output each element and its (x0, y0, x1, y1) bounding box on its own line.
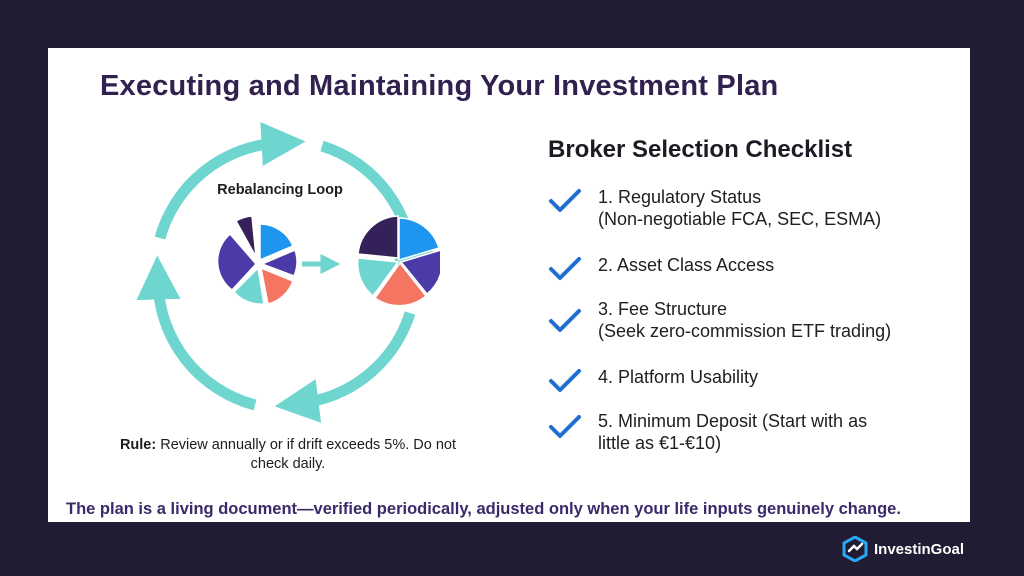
checklist-item-label: 2. Asset Class Access (598, 255, 775, 275)
rule-label: Rule: (119, 437, 157, 453)
check-icon (549, 189, 581, 212)
checklist-item-label: 1. Regulatory Status (598, 187, 762, 207)
rule-body: Review annually or if drift exceeds 5%. … (156, 437, 457, 472)
loop-label: Rebalancing Loop (217, 182, 343, 198)
checklist-title: Broker Selection Checklist (548, 136, 853, 163)
checklist-item-label: 3. Fee Structure (598, 299, 728, 319)
checklist-item-label: 4. Platform Usability (598, 367, 759, 387)
loop-arrow-left (136, 255, 257, 411)
investingoal-logo-icon (842, 536, 868, 562)
checklist-item-sub: (Non-negotiable FCA, SEC, ESMA) (598, 209, 882, 229)
slide: Executing and Maintaining Your Investmen… (48, 48, 970, 522)
footer-statement: The plan is a living document—verified p… (66, 500, 901, 518)
target-pie (356, 215, 440, 307)
drifted-pie (216, 215, 298, 305)
brand: InvestinGoal (842, 536, 964, 562)
page-title: Executing and Maintaining Your Investmen… (100, 70, 779, 102)
checklist-item-sub: (Seek zero-commission ETF trading) (598, 321, 892, 341)
checklist-item-label: 5. Minimum Deposit (Start with as (598, 411, 868, 431)
loop-arrow-top (154, 121, 306, 240)
check-icon (549, 415, 581, 438)
brand-name: InvestinGoal (874, 540, 965, 558)
rule-text: Rule: Review annually or if drift exceed… (118, 436, 458, 474)
check-icon (549, 369, 581, 392)
check-icon (549, 257, 581, 280)
checklist-item-sub: little as €1-€10) (598, 433, 722, 453)
rebalancing-loop-diagram: Rebalancing Loop (130, 118, 440, 428)
check-icon (549, 309, 581, 332)
loop-arrow-bottom (274, 311, 416, 423)
